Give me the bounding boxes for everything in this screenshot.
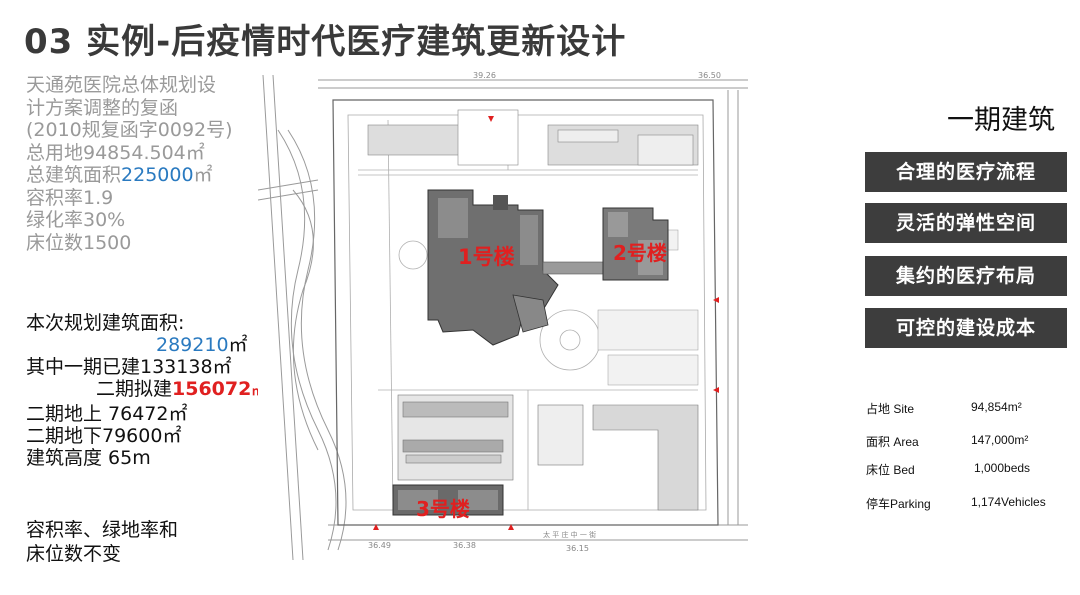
building-1-label: 1号楼	[458, 245, 515, 269]
phase-title: 一期建筑	[947, 105, 1055, 136]
note-line: 容积率、绿地率和	[26, 519, 179, 541]
planning-value: 289210	[156, 334, 229, 356]
total-area-line: 总建筑面积225000㎡	[26, 164, 276, 187]
overview-line: 天通苑医院总体规划设	[26, 74, 217, 96]
note-line: 床位数不变	[26, 543, 122, 565]
building-3-label: 3号楼	[416, 497, 470, 521]
overview-line: (2010规复函字0092号)	[26, 119, 233, 141]
road-label: 太 平 庄 中 一 街	[543, 530, 596, 539]
phase2-value: 156072	[172, 378, 252, 400]
planning-unit: ㎡	[228, 334, 248, 356]
total-area-prefix: 总建筑面积	[26, 164, 122, 186]
site-boundary	[332, 99, 719, 526]
phase1-line: 其中一期已建133138㎡	[26, 356, 232, 378]
overview-line: 计方案调整的复函	[26, 96, 179, 119]
building-1	[427, 189, 559, 346]
stat-row: 床位 Bed 1,000beds	[866, 461, 1066, 477]
roads	[258, 74, 748, 561]
stat-label: 面积 Area	[866, 435, 919, 449]
stat-value: 1,000beds	[974, 461, 1031, 475]
above-ground-line: 二期地上 76472㎡	[26, 403, 188, 425]
total-area-unit: ㎡	[193, 164, 213, 186]
elevation-label: 39.26	[473, 71, 496, 80]
green-line: 绿化率30%	[26, 209, 126, 231]
note: 容积率、绿地率和 床位数不变	[26, 518, 178, 566]
feature-box: 合理的医疗流程	[865, 152, 1067, 192]
stat-label: 停车Parking	[866, 497, 931, 511]
beds-line: 床位数1500	[26, 231, 132, 254]
total-area-value: 225000	[121, 164, 194, 186]
stat-value: 1,174Vehicles	[971, 495, 1046, 509]
phase2-prefix: 二期拟建	[96, 378, 173, 400]
page-title: 03 实例-后疫情时代医疗建筑更新设计	[24, 22, 627, 62]
height-line: 建筑高度 65m	[26, 447, 151, 469]
building-3	[392, 484, 504, 516]
stat-value: 147,000m²	[971, 433, 1029, 447]
site-plan: 1号楼 2号楼 3号楼 39.26 36.50 36.49 36.38	[258, 70, 758, 570]
stat-value: 94,854m²	[971, 400, 1022, 414]
elevation-label: 36.15	[566, 544, 589, 553]
feature-box: 灵活的弹性空间	[865, 203, 1067, 243]
stat-label: 占地 Site	[866, 402, 915, 416]
feature-box: 可控的建设成本	[865, 308, 1067, 348]
elevation-label: 36.38	[453, 541, 476, 550]
planning-value-line: 289210㎡	[26, 334, 276, 356]
phase2-line: 二期拟建156072㎡	[26, 378, 276, 403]
building-2-label: 2号楼	[613, 241, 667, 265]
stat-row: 面积 Area 147,000m²	[866, 433, 1066, 449]
entrance-markers	[373, 116, 719, 530]
stat-row: 占地 Site 94,854m²	[866, 400, 1066, 416]
elevation-label: 36.50	[698, 71, 721, 80]
stat-row: 停车Parking 1,174Vehicles	[866, 495, 1066, 511]
stat-label: 床位 Bed	[866, 463, 915, 477]
overview-line: 总用地94854.504㎡	[26, 141, 205, 164]
building-2	[602, 207, 669, 281]
below-ground-line: 二期地下79600㎡	[26, 425, 182, 447]
planning-label: 本次规划建筑面积:	[26, 312, 185, 334]
feature-box: 集约的医疗布局	[865, 256, 1067, 296]
elevation-label: 36.49	[368, 541, 391, 550]
far-line: 容积率1.9	[26, 186, 114, 209]
overview-info: 天通苑医院总体规划设 计方案调整的复函 (2010规复函字0092号) 总用地9…	[26, 74, 276, 254]
planning-info: 本次规划建筑面积: 289210㎡ 其中一期已建133138㎡ 二期拟建1560…	[26, 312, 276, 469]
